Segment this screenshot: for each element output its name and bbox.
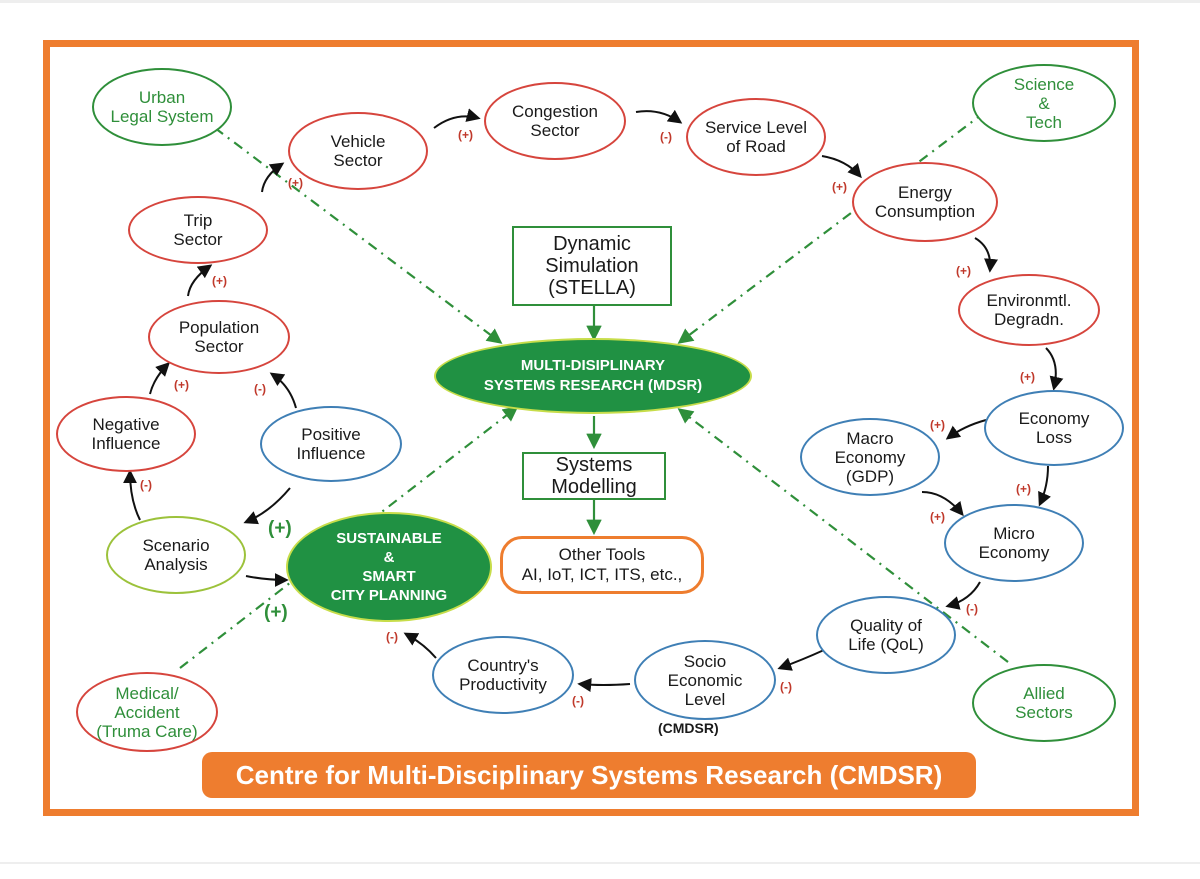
countrys-productivity-node: Country's Productivity <box>432 636 574 714</box>
arrow-socio-productivity <box>577 678 631 692</box>
mdsr-node: MULTI-DISIPLINARY SYSTEMS RESEARCH (MDSR… <box>434 338 752 414</box>
allied-sectors-node: Allied Sectors <box>972 664 1116 742</box>
sign-scenario-neg: (-) <box>140 478 152 492</box>
arrow-macro-micro <box>921 491 964 517</box>
systems-modelling-box: Systems Modelling <box>522 452 666 500</box>
sign-macro-micro: (+) <box>930 510 945 524</box>
environmental-degradation-node: Environmtl. Degradn. <box>958 274 1100 346</box>
negative-influence-node: Negative Influence <box>56 396 196 472</box>
dynamic-simulation-box: Dynamic Simulation (STELLA) <box>512 226 672 306</box>
socio-economic-level-node: Socio Economic Level <box>634 640 776 720</box>
medical-accident-node: Medical/ Accident (Truma Care) <box>76 672 218 752</box>
sign-loss-micro: (+) <box>1016 482 1031 496</box>
trip-sector-node: Trip Sector <box>128 196 268 264</box>
arrow-population-trip <box>187 264 213 297</box>
urban-legal-system-node: Urban Legal System <box>92 68 232 146</box>
spoke-allied <box>677 408 1009 663</box>
sign-vehicle-congestion: (+) <box>458 128 473 142</box>
energy-consumption-node: Energy Consumption <box>852 162 998 242</box>
quality-of-life-node: Quality of Life (QoL) <box>816 596 956 674</box>
arrow-positive-population <box>269 372 297 409</box>
sign-energy-environ: (+) <box>956 264 971 278</box>
centre-banner: Centre for Multi-Disciplinary Systems Re… <box>202 752 976 798</box>
sign-environ-loss: (+) <box>1020 370 1035 384</box>
service-level-node: Service Level of Road <box>686 98 826 176</box>
micro-economy-node: Micro Economy <box>944 504 1084 582</box>
spoke-urban-legal <box>214 127 503 344</box>
arrow-loss-macro <box>945 419 987 440</box>
sign-productivity-sustainable: (-) <box>386 630 398 644</box>
sign-trip-vehicle: (+) <box>288 176 303 190</box>
sign-pos-pop: (-) <box>254 382 266 396</box>
sign-service-energy: (+) <box>832 180 847 194</box>
vehicle-sector-node: Vehicle Sector <box>288 112 428 190</box>
arrow-vehicle-congestion <box>433 108 481 129</box>
sign-socio-productivity: (-) <box>572 694 584 708</box>
sign-loss-macro: (+) <box>930 418 945 432</box>
sign-pop-trip: (+) <box>212 274 227 288</box>
congestion-sector-node: Congestion Sector <box>484 82 626 160</box>
population-sector-node: Population Sector <box>148 300 290 374</box>
arrow-qol-socio <box>777 649 825 671</box>
sign-scenario-sustainable: (+) <box>264 602 288 623</box>
arrow-loss-micro <box>1038 465 1051 507</box>
arrow-micro-qol <box>945 581 981 610</box>
arrow-congestion-service <box>635 109 683 124</box>
top-divider <box>0 0 1200 3</box>
arrow-trip-vehicle <box>261 162 285 193</box>
spoke-science-tech <box>677 111 986 344</box>
arrow-positive-scenario <box>243 487 291 525</box>
cmdsr-caption: (CMDSR) <box>658 720 719 736</box>
arrow-productivity-sustainable <box>403 632 437 659</box>
economy-loss-node: Economy Loss <box>984 390 1124 466</box>
sustainable-smart-city-node: SUSTAINABLE & SMART CITY PLANNING <box>286 512 492 622</box>
sign-scenario-positive: (+) <box>268 518 292 539</box>
arrow-scenario-negative <box>123 469 141 521</box>
positive-influence-node: Positive Influence <box>260 406 402 482</box>
arrow-service-energy <box>821 155 862 179</box>
bottom-divider <box>0 862 1200 864</box>
arrow-scenario-sustainable <box>245 572 289 587</box>
arrow-negative-population <box>149 362 170 395</box>
sign-qol-socio: (-) <box>780 680 792 694</box>
sign-congestion-service: (-) <box>660 130 672 144</box>
sign-neg-pop: (+) <box>174 378 189 392</box>
arrow-energy-environ <box>974 237 998 273</box>
arrow-environ-loss <box>1045 347 1064 391</box>
sign-micro-qol: (-) <box>966 602 978 616</box>
scenario-analysis-node: Scenario Analysis <box>106 516 246 594</box>
science-tech-node: Science & Tech <box>972 64 1116 142</box>
other-tools-box: Other Tools AI, IoT, ICT, ITS, etc., <box>500 536 704 594</box>
macro-economy-node: Macro Economy (GDP) <box>800 418 940 496</box>
